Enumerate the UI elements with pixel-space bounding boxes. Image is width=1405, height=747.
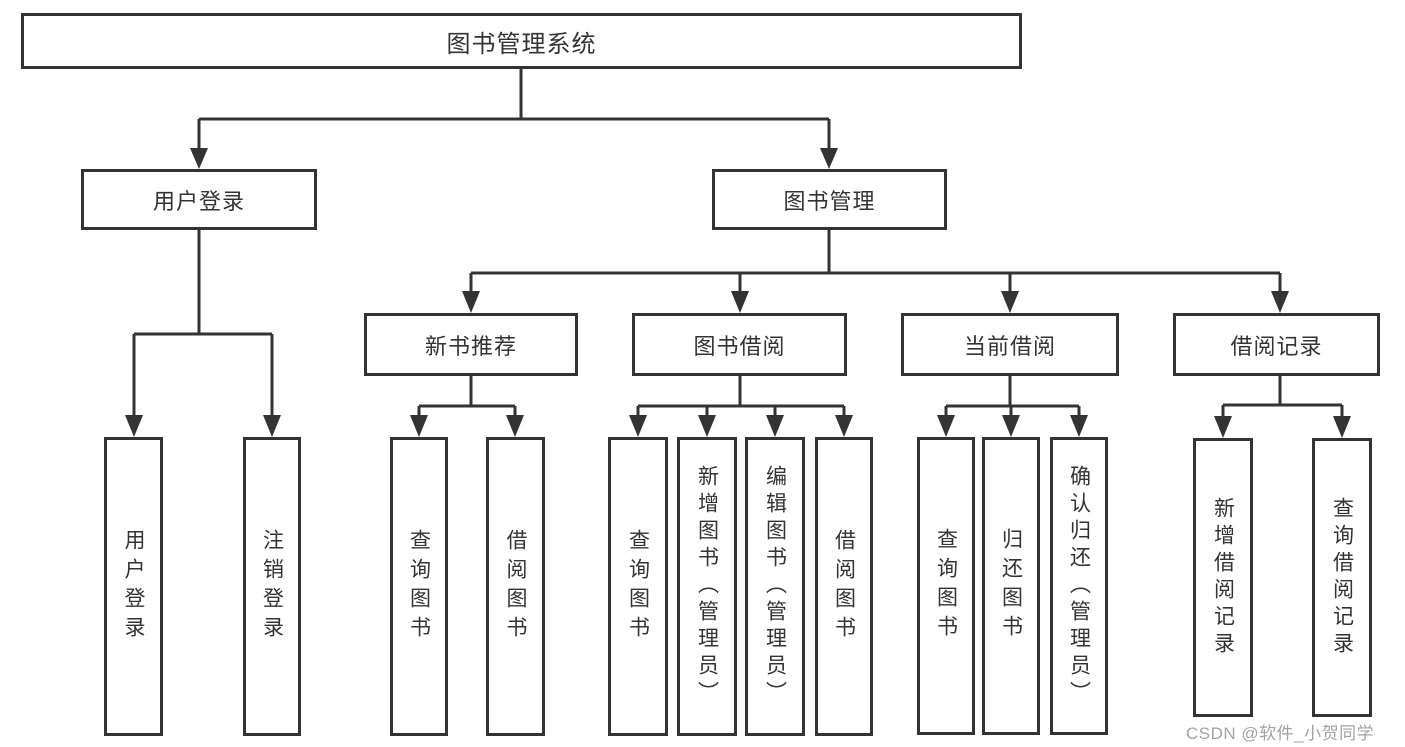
leaf-query-borrow-record: 查询借阅记录 — [1312, 438, 1372, 717]
leaf-logout: 注销登录 — [243, 437, 301, 736]
leaf-add-borrow-record: 新增借阅记录 — [1193, 438, 1253, 717]
leaf-label: 确认归还（管理员） — [1067, 464, 1091, 708]
leaf-add-books-admin: 新增图书（管理员） — [677, 437, 737, 736]
connector-borrow-records-to-leaves — [1214, 376, 1351, 438]
leaf-label: 查询借阅记录 — [1330, 496, 1354, 659]
connector-user-login-to-leaves — [125, 230, 281, 437]
node-current-borrow: 当前借阅 — [901, 313, 1119, 376]
node-book-borrow: 图书借阅 — [632, 313, 847, 376]
leaf-label: 借阅图书 — [832, 528, 856, 645]
node-label: 新书推荐 — [424, 333, 517, 359]
node-user-login: 用户登录 — [81, 169, 317, 230]
leaf-label: 编辑图书（管理员） — [763, 465, 787, 708]
node-label: 当前借阅 — [963, 333, 1056, 359]
connector-book-management-to-level3 — [462, 230, 1289, 313]
node-label: 借阅记录 — [1230, 333, 1323, 359]
node-library-management-system: 图书管理系统 — [21, 13, 1022, 69]
node-borrow-records: 借阅记录 — [1173, 313, 1380, 376]
leaf-borrow-books: 借阅图书 — [815, 437, 873, 736]
connector-root-to-level2 — [190, 69, 838, 169]
leaf-label: 新增借阅记录 — [1211, 496, 1235, 659]
connector-book-borrow-to-leaves — [629, 376, 853, 437]
leaf-confirm-return-admin: 确认归还（管理员） — [1050, 437, 1108, 735]
node-label: 图书管理系统 — [446, 30, 597, 58]
leaf-borrow-books-recommend: 借阅图书 — [486, 437, 545, 736]
leaf-query-books-recommend: 查询图书 — [390, 437, 448, 736]
leaf-label: 注销登录 — [260, 528, 284, 645]
leaf-label: 归还图书 — [999, 528, 1023, 644]
leaf-label: 新增图书（管理员） — [695, 465, 719, 708]
connector-new-book-recommend-to-leaves — [410, 376, 524, 437]
leaf-label: 用户登录 — [122, 528, 145, 645]
leaf-user-login: 用户登录 — [104, 437, 163, 736]
leaf-label: 查询图书 — [934, 528, 958, 644]
leaf-edit-books-admin: 编辑图书（管理员） — [745, 437, 805, 736]
leaf-query-books-current: 查询图书 — [917, 437, 975, 735]
leaf-query-books-borrow: 查询图书 — [608, 437, 668, 736]
leaf-label: 借阅图书 — [504, 528, 527, 645]
connector-current-borrow-to-leaves — [937, 376, 1088, 437]
node-label: 图书管理 — [783, 188, 876, 214]
node-label: 用户登录 — [152, 188, 245, 214]
node-new-book-recommend: 新书推荐 — [364, 313, 578, 376]
leaf-return-books: 归还图书 — [982, 437, 1040, 735]
leaf-label: 查询图书 — [626, 528, 650, 645]
node-book-management: 图书管理 — [712, 169, 947, 230]
node-label: 图书借阅 — [693, 333, 786, 359]
csdn-watermark: CSDN @软件_小贺同学 — [1186, 724, 1375, 743]
leaf-label: 查询图书 — [407, 528, 431, 645]
